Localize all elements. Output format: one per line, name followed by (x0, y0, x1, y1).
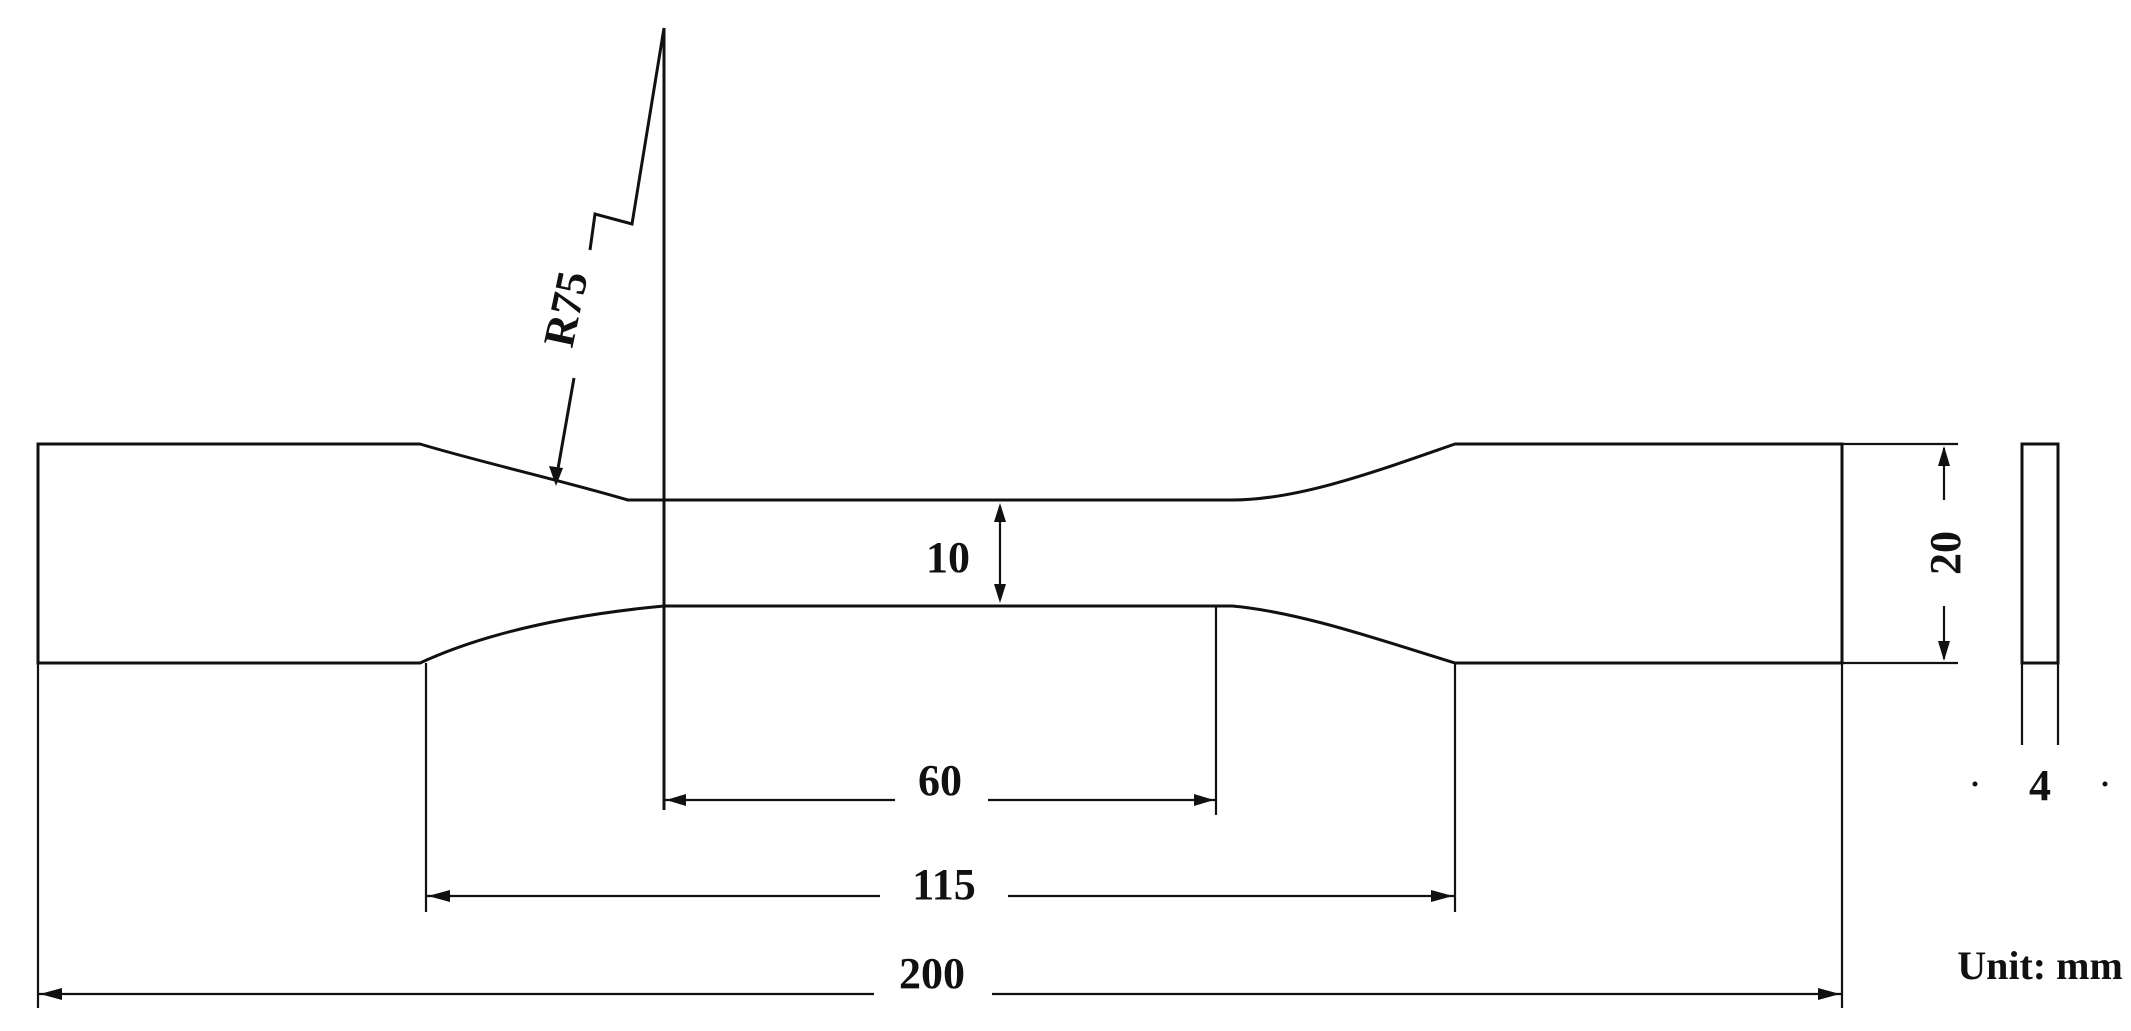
gauge-width-arrow-bottom (994, 584, 1006, 603)
grip-width-arrow-top (1938, 446, 1950, 466)
transition-length-arrow-left (428, 890, 450, 902)
radius-leader-tail (554, 377, 576, 481)
thickness-label: 4 (2029, 761, 2051, 810)
gauge-length-label: 60 (918, 756, 962, 805)
thickness-arrow-left (1972, 781, 1978, 787)
transition-length-label: 115 (912, 860, 976, 909)
overall-length-arrow-left (40, 988, 62, 1000)
unit-label: Unit: mm (1957, 943, 2123, 988)
side-view (2020, 442, 2060, 665)
gauge-length-arrow-right (1194, 794, 1214, 806)
gauge-width-arrow-top (994, 503, 1006, 522)
radius-label: R75 (534, 267, 598, 351)
transition-length-arrow-right (1431, 890, 1453, 902)
radius-leader-arrow (549, 466, 563, 486)
grip-width-label: 20 (1921, 531, 1970, 575)
grip-width-arrow-bottom (1938, 641, 1950, 661)
thickness-arrow-right (2102, 781, 2108, 787)
specimen-outline (36, 442, 1844, 665)
gauge-length-arrow-left (666, 794, 686, 806)
gauge-width-label: 10 (926, 533, 970, 582)
radius-leader (588, 27, 666, 251)
overall-length-arrow-right (1818, 988, 1840, 1000)
overall-length-label: 200 (899, 949, 965, 998)
